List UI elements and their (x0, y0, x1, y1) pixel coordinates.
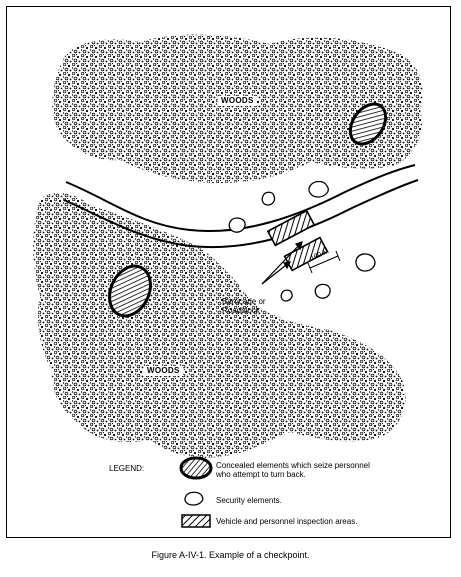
woods-north (52, 34, 423, 184)
barricade-label: Barricade or Roadblock (222, 297, 266, 315)
security-element (314, 283, 331, 299)
inspection-area-north (266, 209, 316, 247)
concealed-element-southwest (108, 264, 152, 318)
security-element (228, 217, 246, 233)
legend-concealed-text: Concealed elements which seize personnel… (216, 461, 370, 479)
figure-caption: Figure A-IV-1. Example of a checkpoint. (151, 550, 310, 560)
security-element (308, 180, 329, 198)
security-elements (228, 180, 376, 302)
legend-inspection-icon (181, 514, 211, 528)
barricade-arrows (261, 241, 303, 285)
figure-frame (6, 6, 451, 538)
legend-title: LEGEND: (109, 464, 145, 473)
security-element (261, 191, 276, 206)
legend-inspection-text: Vehicle and personnel inspection areas. (216, 517, 358, 526)
legend-security-text: Security elements. (216, 496, 282, 505)
security-element (355, 253, 376, 272)
legend-concealed-icon (179, 456, 213, 480)
road-edge-south (63, 179, 419, 249)
road-edge-north (65, 164, 416, 232)
distance-marker (307, 250, 341, 274)
woods-north-label: WOODS (218, 96, 257, 106)
concealed-element-northeast (348, 102, 388, 146)
barricade-label-line2: Roadblock (222, 306, 260, 315)
woods-south-label: WOODS (144, 366, 183, 376)
legend-concealed-line2: who attempt to turn back. (216, 470, 306, 479)
legend-concealed-line1: Concealed elements which seize personnel (216, 461, 370, 470)
security-element (280, 289, 293, 302)
legend-security-icon (184, 491, 204, 506)
woods-south (33, 192, 406, 458)
barricade-label-line1: Barricade or (222, 297, 266, 306)
